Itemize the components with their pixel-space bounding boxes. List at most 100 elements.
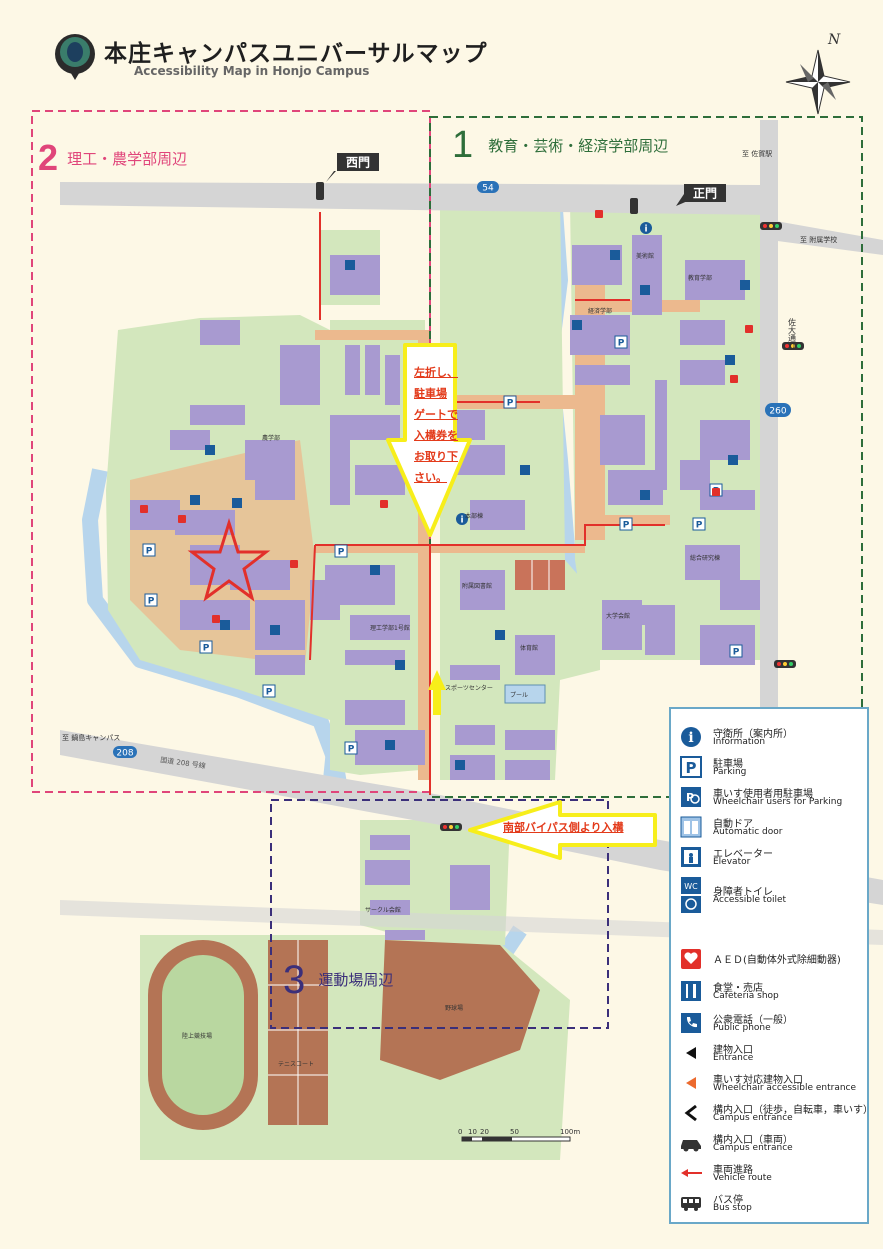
sadai-dori-label: 佐大通り: [788, 317, 797, 350]
svg-text:本部棟: 本部棟: [465, 512, 483, 520]
svg-text:大学会館: 大学会館: [606, 612, 630, 620]
svg-text:経済学部: 経済学部: [588, 307, 612, 315]
traffic-lights: [316, 182, 804, 831]
svg-text:P: P: [686, 759, 697, 777]
aed-markers: [140, 210, 753, 623]
bus-stop-icon: [679, 1191, 703, 1215]
parking-signs: P P P P P P P P P P P P: [142, 335, 743, 755]
region-3-label: 3 運動場周辺: [283, 958, 394, 1002]
svg-text:陸上競技場: 陸上競技場: [182, 1032, 212, 1040]
svg-text:農学部: 農学部: [262, 434, 280, 442]
svg-text:260: 260: [769, 407, 786, 417]
main-gate-label: 正門: [676, 184, 726, 206]
accessible-toilet-icon: WC: [679, 875, 703, 915]
information-markers: i i: [456, 222, 652, 526]
region-1-label: 1 教育・芸術・経済学部周辺: [452, 124, 669, 166]
road-badge-208: 208: [113, 746, 137, 759]
svg-text:54: 54: [482, 184, 494, 194]
info-icon: i: [679, 725, 703, 749]
svg-text:理工学部1号館: 理工学部1号館: [370, 624, 410, 632]
tennis-courts-north: [515, 560, 565, 590]
svg-text:体育館: 体育館: [520, 644, 538, 652]
svg-text:附属図書館: 附属図書館: [462, 582, 492, 590]
svg-text:スポーツセンター: スポーツセンター: [445, 684, 493, 692]
building-labels: 美術館 教育学部 経済学部 理工学部1号館 農学部 体育館 プール スポーツセン…: [182, 252, 720, 1068]
svg-text:100m: 100m: [560, 1128, 580, 1136]
region-2-border: [31, 110, 431, 793]
svg-text:P: P: [146, 547, 153, 557]
svg-text:西門: 西門: [346, 156, 370, 170]
wheelchair-parking-icon: P: [679, 785, 703, 809]
svg-text:P: P: [203, 644, 210, 654]
svg-text:教育学部: 教育学部: [688, 274, 712, 282]
legend-row-campus-entrance-car: 構内入口（車両）Campus entrance: [679, 1129, 867, 1157]
legend-row-aed: ＡＥＤ(自動体外式除細動器): [679, 945, 867, 973]
target-building-star: [187, 517, 271, 602]
svg-text:サークル会館: サークル会館: [365, 906, 401, 914]
road-badge-260: 260: [765, 403, 791, 417]
svg-text:野球場: 野球場: [445, 1004, 463, 1012]
road-badge-54: 54: [477, 181, 499, 194]
callout-bypass-text: 南部バイパス側より入構: [503, 821, 624, 834]
svg-text:テニスコート: テニスコート: [278, 1061, 314, 1068]
svg-text:i: i: [460, 516, 463, 526]
entrance-up-arrow: [428, 670, 446, 715]
svg-text:P: P: [148, 597, 155, 607]
public-phone-icon: [679, 1011, 703, 1035]
svg-text:50: 50: [510, 1128, 519, 1136]
wheelchair-parking-signs: [190, 250, 750, 770]
svg-text:WC: WC: [684, 882, 698, 891]
automatic-door-icon: [679, 815, 703, 839]
svg-text:i: i: [688, 730, 693, 746]
svg-text:P: P: [266, 688, 273, 698]
svg-text:プール: プール: [510, 692, 528, 699]
tennis-courts-south: [268, 940, 328, 1125]
wheelchair-entrance-icon: [679, 1071, 703, 1095]
to-nabeshima-label: 至 鍋島キャンパス: [62, 733, 120, 742]
legend-row-campus-entrance-walk: 構内入口（徒歩，自転車，車いす）Campus entrance: [679, 1099, 873, 1127]
athletic-field: [148, 940, 258, 1130]
svg-text:i: i: [644, 225, 647, 235]
svg-text:P: P: [686, 791, 694, 804]
page-title: 本庄キャンパスユニバーサルマップ: [104, 41, 488, 67]
svg-text:10: 10: [468, 1128, 477, 1136]
region-3-border: [270, 799, 609, 1029]
svg-text:総合研究棟: 総合研究棟: [690, 554, 720, 562]
scale-bar: 0 10 20 50 100m: [458, 1128, 580, 1142]
region-1-border: [429, 116, 863, 798]
compass-rose-icon: N: [785, 32, 851, 115]
cafeteria-icon: [679, 979, 703, 1003]
legend-row-information: i 守衛所（案内所）Information: [679, 723, 867, 751]
svg-text:P: P: [338, 548, 345, 558]
svg-text:P: P: [618, 339, 625, 349]
svg-text:美術館: 美術館: [636, 252, 654, 260]
campus-entrance-car-icon: [679, 1131, 703, 1155]
west-gate-label: 西門: [326, 153, 379, 182]
callout-turn-left-text: 左折し、 駐車場 ゲートで 入構券を お取り下 さい。: [414, 366, 458, 484]
vehicle-routes: [309, 212, 665, 795]
vehicle-route-icon: [679, 1161, 703, 1185]
svg-text:0: 0: [458, 1128, 462, 1136]
aed-icon: [679, 947, 703, 971]
svg-text:P: P: [733, 648, 740, 658]
baseball-field: [380, 940, 540, 1080]
svg-text:N: N: [827, 32, 841, 48]
svg-text:208: 208: [116, 749, 133, 759]
parking-icon: P: [679, 755, 703, 779]
svg-text:P: P: [623, 521, 630, 531]
to-saga-station-label: 至 佐賀駅: [742, 149, 772, 158]
campus-entrance-walk-icon: [679, 1101, 703, 1125]
to-fuzoku-label: 至 附属学校: [800, 235, 837, 244]
legend-row-public-phone: 公衆電話（一般）Public phone: [679, 1009, 867, 1037]
pool: [504, 684, 546, 704]
